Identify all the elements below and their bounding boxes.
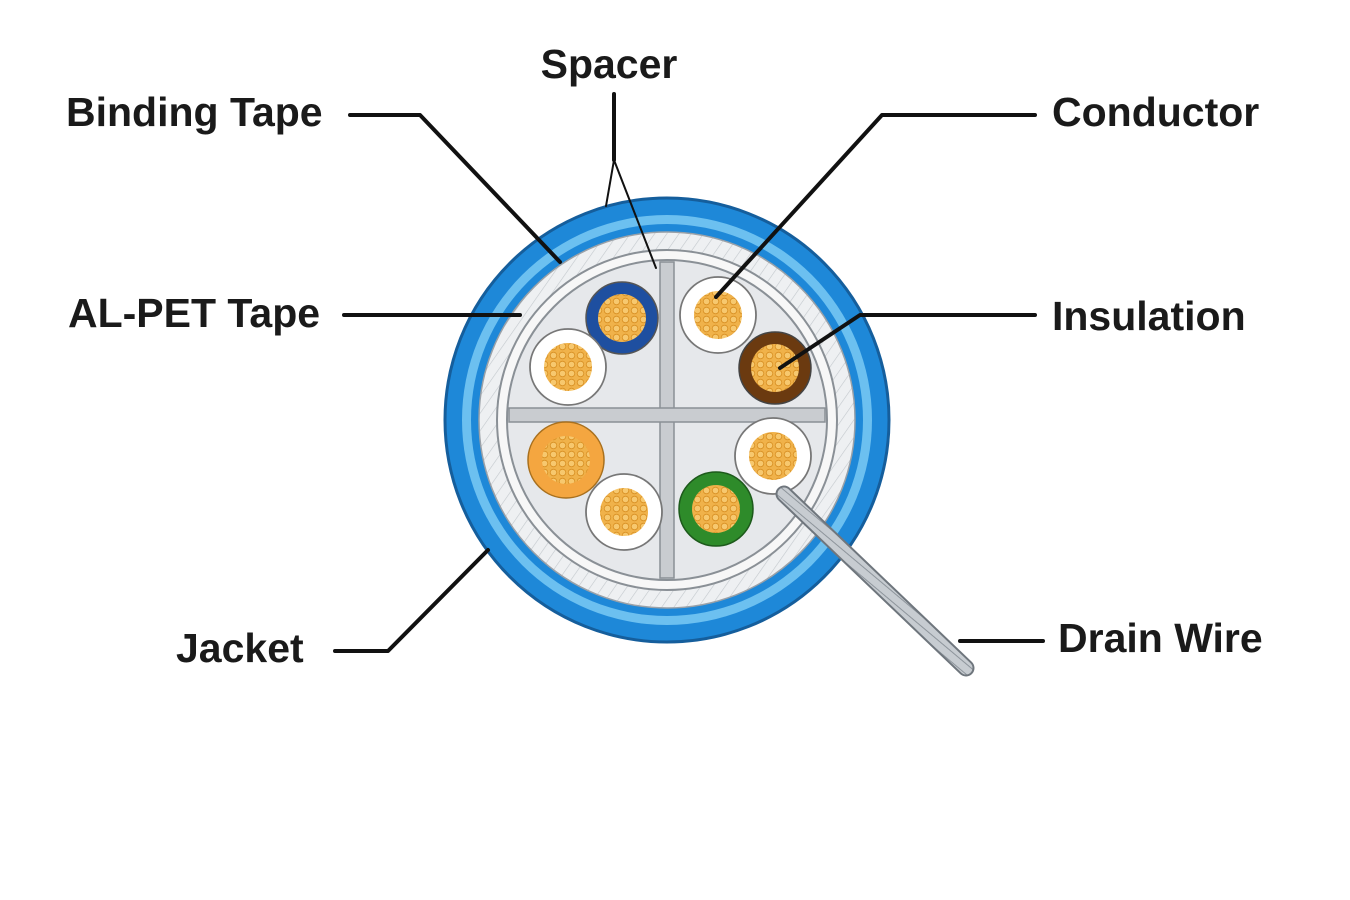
al-pet-tape-label: AL-PET Tape — [68, 290, 320, 336]
conductor-orange-white — [600, 488, 648, 536]
cable-body — [443, 196, 891, 644]
jacket-label: Jacket — [176, 625, 304, 671]
conductor-brown-white — [694, 291, 742, 339]
conductor-blue — [598, 294, 646, 342]
leader-lines — [333, 92, 1045, 653]
binding-tape-label: Binding Tape — [66, 89, 323, 135]
conductor-label: Conductor — [1052, 89, 1259, 135]
labels: Spacer Binding Tape AL-PET Tape Jacket C… — [66, 41, 1263, 671]
jacket-leader — [333, 548, 490, 653]
conductor-leader — [714, 113, 1037, 299]
drain-wire — [775, 485, 975, 677]
drain-wire-label: Drain Wire — [1058, 615, 1263, 661]
spacer-label: Spacer — [541, 41, 678, 87]
insulation-label: Insulation — [1052, 293, 1246, 339]
spacer-horizontal — [508, 407, 826, 423]
spacer-leader-split — [605, 159, 657, 269]
conductor-green — [692, 485, 740, 533]
twisted-pairs — [527, 276, 812, 551]
conductor-orange — [542, 436, 590, 484]
binding-tape-leader — [348, 113, 562, 264]
conductor-blue-white — [544, 343, 592, 391]
conductor-green-white — [749, 432, 797, 480]
conductor-brown — [751, 344, 799, 392]
insulation-leader — [778, 313, 1037, 370]
